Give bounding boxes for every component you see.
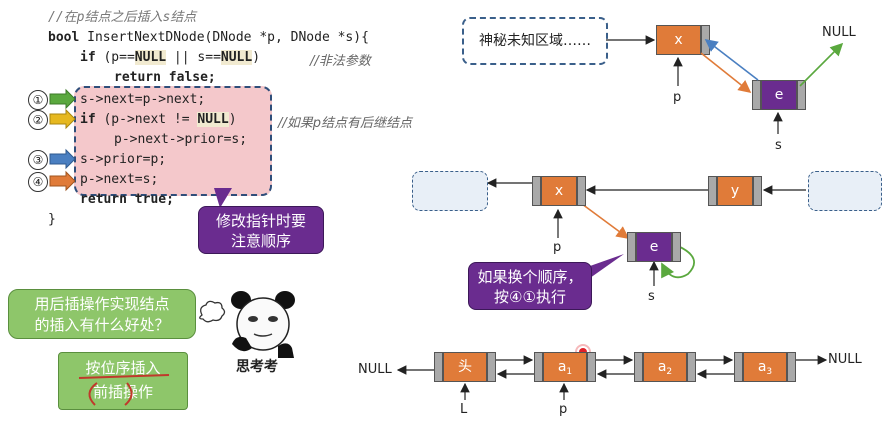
- step-arrow-3: [49, 148, 76, 170]
- code-line-step2-if: if (p->next != NULL): [80, 112, 237, 127]
- d3-node-head-data: 头: [443, 352, 487, 382]
- code-line-if-invalid: if (p==NULL || s==NULL): [80, 50, 261, 65]
- code-line-return-false: return false;: [114, 70, 216, 85]
- code-line-step3: s->prior=p;: [80, 152, 167, 167]
- step-marker-2: ②: [28, 110, 48, 130]
- pointer-note-callout-shape: [214, 188, 232, 208]
- d3-node-head: 头: [434, 352, 496, 382]
- d3-pointer-p: p: [559, 402, 568, 417]
- d1-node-e-data: e: [761, 80, 797, 110]
- code-line-step4: p->next=s;: [80, 172, 159, 187]
- d2-node-y-next: [753, 176, 762, 206]
- d1-node-x-data: x: [656, 25, 701, 55]
- step-arrows: [49, 88, 76, 192]
- d2-node-x: x: [532, 176, 586, 206]
- code-comment-title: //在p结点之后插入s结点: [48, 10, 197, 25]
- d2-pointer-s: s: [648, 289, 655, 304]
- d1-pointer-s: s: [775, 138, 782, 153]
- comment-invalid-params: //非法参数: [310, 54, 371, 69]
- code-line-step2-body: p->next->prior=s;: [114, 132, 248, 147]
- d2-node-x-next: [577, 176, 586, 206]
- d2-left-region: [412, 171, 488, 211]
- d1-null-label: NULL: [822, 25, 856, 40]
- question-callout: 用后插操作实现结点 的插入有什么好处？: [8, 289, 196, 339]
- d2-node-y-data: y: [717, 176, 753, 206]
- d3-node-a2-data: a2: [643, 352, 687, 382]
- pointer-note-callout: 修改指针时要 注意顺序: [198, 206, 324, 254]
- d3-node-a2: a2: [634, 352, 696, 382]
- step-marker-1: ①: [28, 90, 48, 110]
- d1-pointer-p: p: [673, 90, 682, 105]
- d3-node-a1: a1: [534, 352, 596, 382]
- d3-pointer-L: L: [460, 402, 468, 417]
- d2-node-y-prior: [708, 176, 717, 206]
- step-marker-3: ③: [28, 150, 48, 170]
- comment-has-successor: //如果p结点有后继结点: [278, 116, 413, 131]
- d3-null-right: NULL: [828, 352, 862, 367]
- d2-node-e-data: e: [636, 232, 672, 262]
- d2-node-e: e: [627, 232, 681, 262]
- d3-node-a3: a3: [734, 352, 796, 382]
- code-line-signature: bool InsertNextDNode(DNode *p, DNode *s)…: [48, 30, 369, 45]
- thought-bubble-icon: [199, 300, 226, 323]
- d1-node-e-next: [797, 80, 806, 110]
- d2-node-x-prior: [532, 176, 541, 206]
- answer-line1: 按位序插入: [85, 359, 161, 377]
- code-line-close: }: [48, 212, 56, 227]
- step-arrow-1: [49, 88, 76, 110]
- answer-scribble: [78, 374, 170, 406]
- d3-node-a3-data: a3: [743, 352, 787, 382]
- thinking-label: 思考考: [236, 359, 278, 375]
- step-arrow-2: [49, 108, 76, 130]
- step-marker-4: ④: [28, 172, 48, 192]
- panda-thinking-icon: [231, 291, 295, 358]
- code-line-return-true: return true;: [80, 192, 174, 207]
- code-line-step1: s->next=p->next;: [80, 92, 206, 107]
- step-arrow-4: [49, 170, 76, 192]
- answer-line2: 前插操作: [92, 383, 153, 401]
- answer-box: 按位序插入 前插操作: [58, 352, 188, 410]
- d2-node-y: y: [708, 176, 762, 206]
- d2-node-x-data: x: [541, 176, 577, 206]
- d2-pointer-p: p: [553, 240, 562, 255]
- d2-node-e-next: [672, 232, 681, 262]
- steps-highlight-box: [74, 86, 272, 196]
- d3-node-a1-data: a1: [543, 352, 587, 382]
- d2-right-region: [808, 171, 882, 211]
- d2-node-e-prior: [627, 232, 636, 262]
- mystery-region-box: 神秘未知区域……: [462, 17, 608, 65]
- order-note-callout: 如果换个顺序， 按④①执行: [468, 262, 592, 310]
- d1-node-e: e: [752, 80, 806, 110]
- d1-node-e-prior: [752, 80, 761, 110]
- d3-null-left: NULL: [358, 362, 392, 377]
- order-note-callout-tail: [590, 254, 624, 278]
